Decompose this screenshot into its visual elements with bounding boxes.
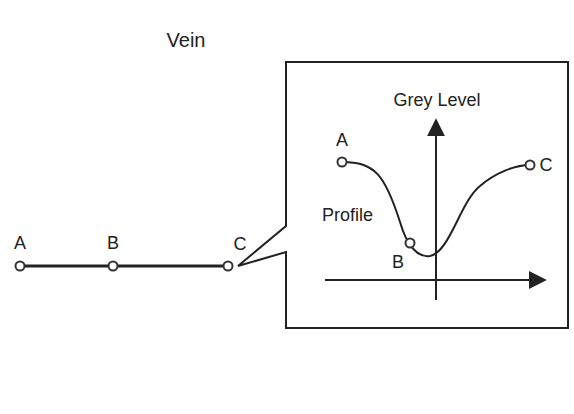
callout-outline: [238, 62, 568, 328]
point-marker: [338, 158, 347, 167]
point-marker: [406, 239, 415, 248]
vein-band-shape: [0, 0, 280, 410]
point-label: C: [234, 234, 247, 255]
vein-label: Vein: [167, 29, 206, 52]
callout-title: Profile: [322, 205, 373, 226]
vein-outline: [5, 4, 265, 402]
profile-callout: Grey LevelA B C Profile: [230, 55, 574, 335]
y-axis: [435, 120, 437, 300]
vein-band: Vein: [0, 0, 280, 410]
point-marker: [109, 262, 118, 271]
profile-line: [20, 265, 228, 268]
point-marker: [526, 161, 535, 170]
point-label: A: [14, 233, 26, 254]
point-label: A: [336, 130, 348, 151]
axis-label: Grey Level: [393, 90, 480, 111]
point-label: B: [392, 252, 404, 273]
point-marker: [224, 262, 233, 271]
point-label: C: [540, 155, 553, 176]
point-marker: [16, 262, 25, 271]
point-label: B: [107, 233, 119, 254]
x-axis: [325, 279, 545, 281]
